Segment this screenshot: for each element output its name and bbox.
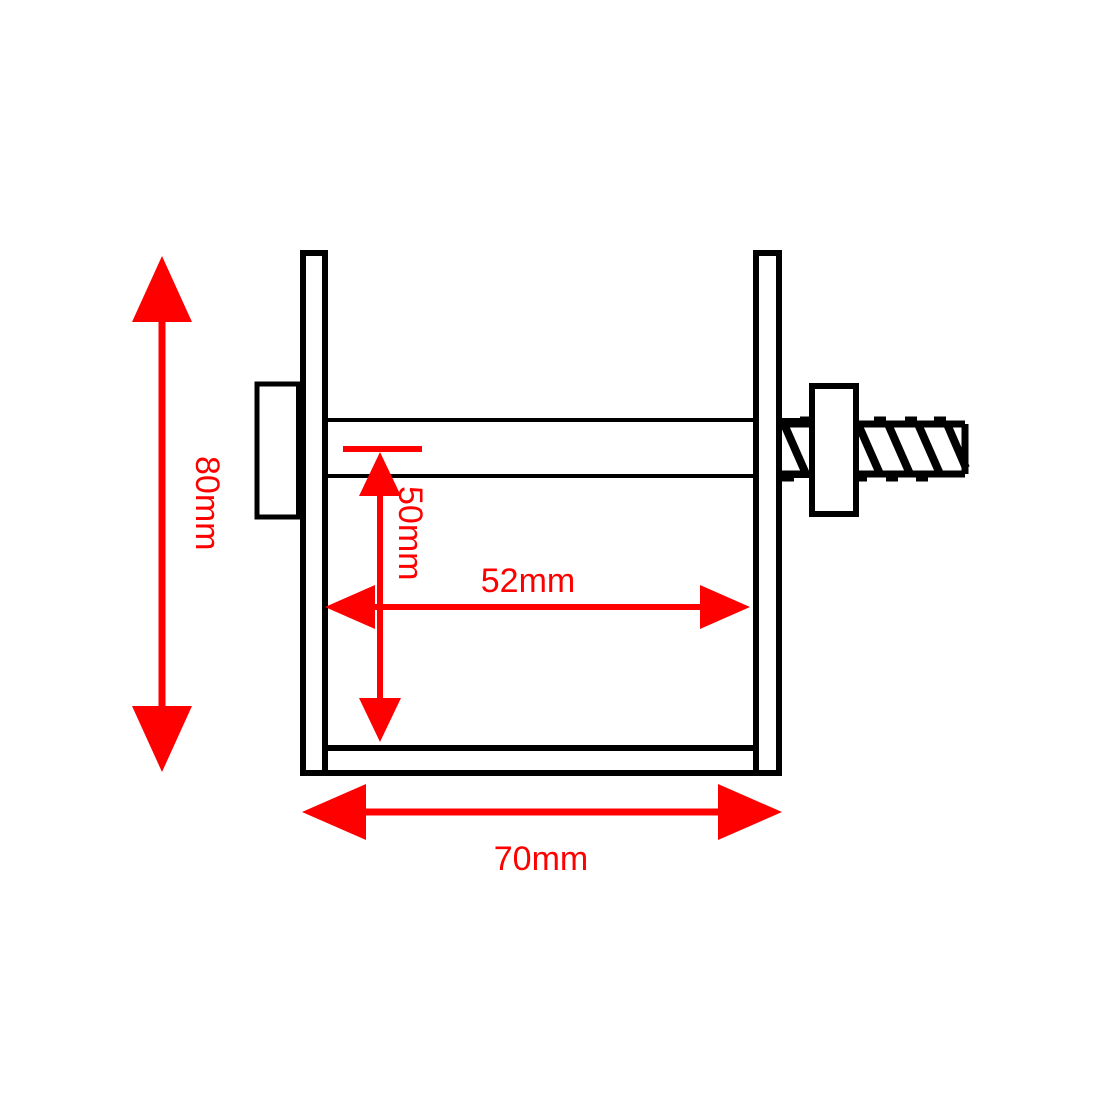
inner-depth-dim-label: 50mm — [391, 486, 429, 580]
width-dim-arrowhead-right — [718, 784, 782, 840]
width-dim-label: 70mm — [494, 840, 588, 878]
right-washer — [809, 383, 859, 517]
inner-width-dim-arrowhead-left — [325, 585, 375, 629]
dimension-overall-width: 70mm — [302, 784, 782, 878]
dimension-inner-width: 52mm — [325, 562, 750, 629]
bracket-right-arm-overlay — [753, 250, 782, 776]
inner-width-dim-label: 52mm — [481, 562, 575, 600]
height-dim-arrowhead-bottom — [132, 706, 192, 772]
bracket-left-arm-overlay — [300, 250, 328, 776]
height-dim-arrowhead-top — [132, 256, 192, 322]
inner-width-dim-arrowhead-right — [700, 585, 750, 629]
inner-depth-dim-arrowhead-bottom — [359, 698, 401, 742]
inner-depth-dim-arrowhead-top — [359, 452, 401, 496]
height-dim-label: 80mm — [188, 456, 226, 550]
width-dim-arrowhead-left — [302, 784, 366, 840]
dimension-inner-depth: 50mm — [343, 446, 429, 742]
left-washer — [254, 381, 304, 520]
dimension-overall-height: 80mm — [132, 256, 226, 772]
